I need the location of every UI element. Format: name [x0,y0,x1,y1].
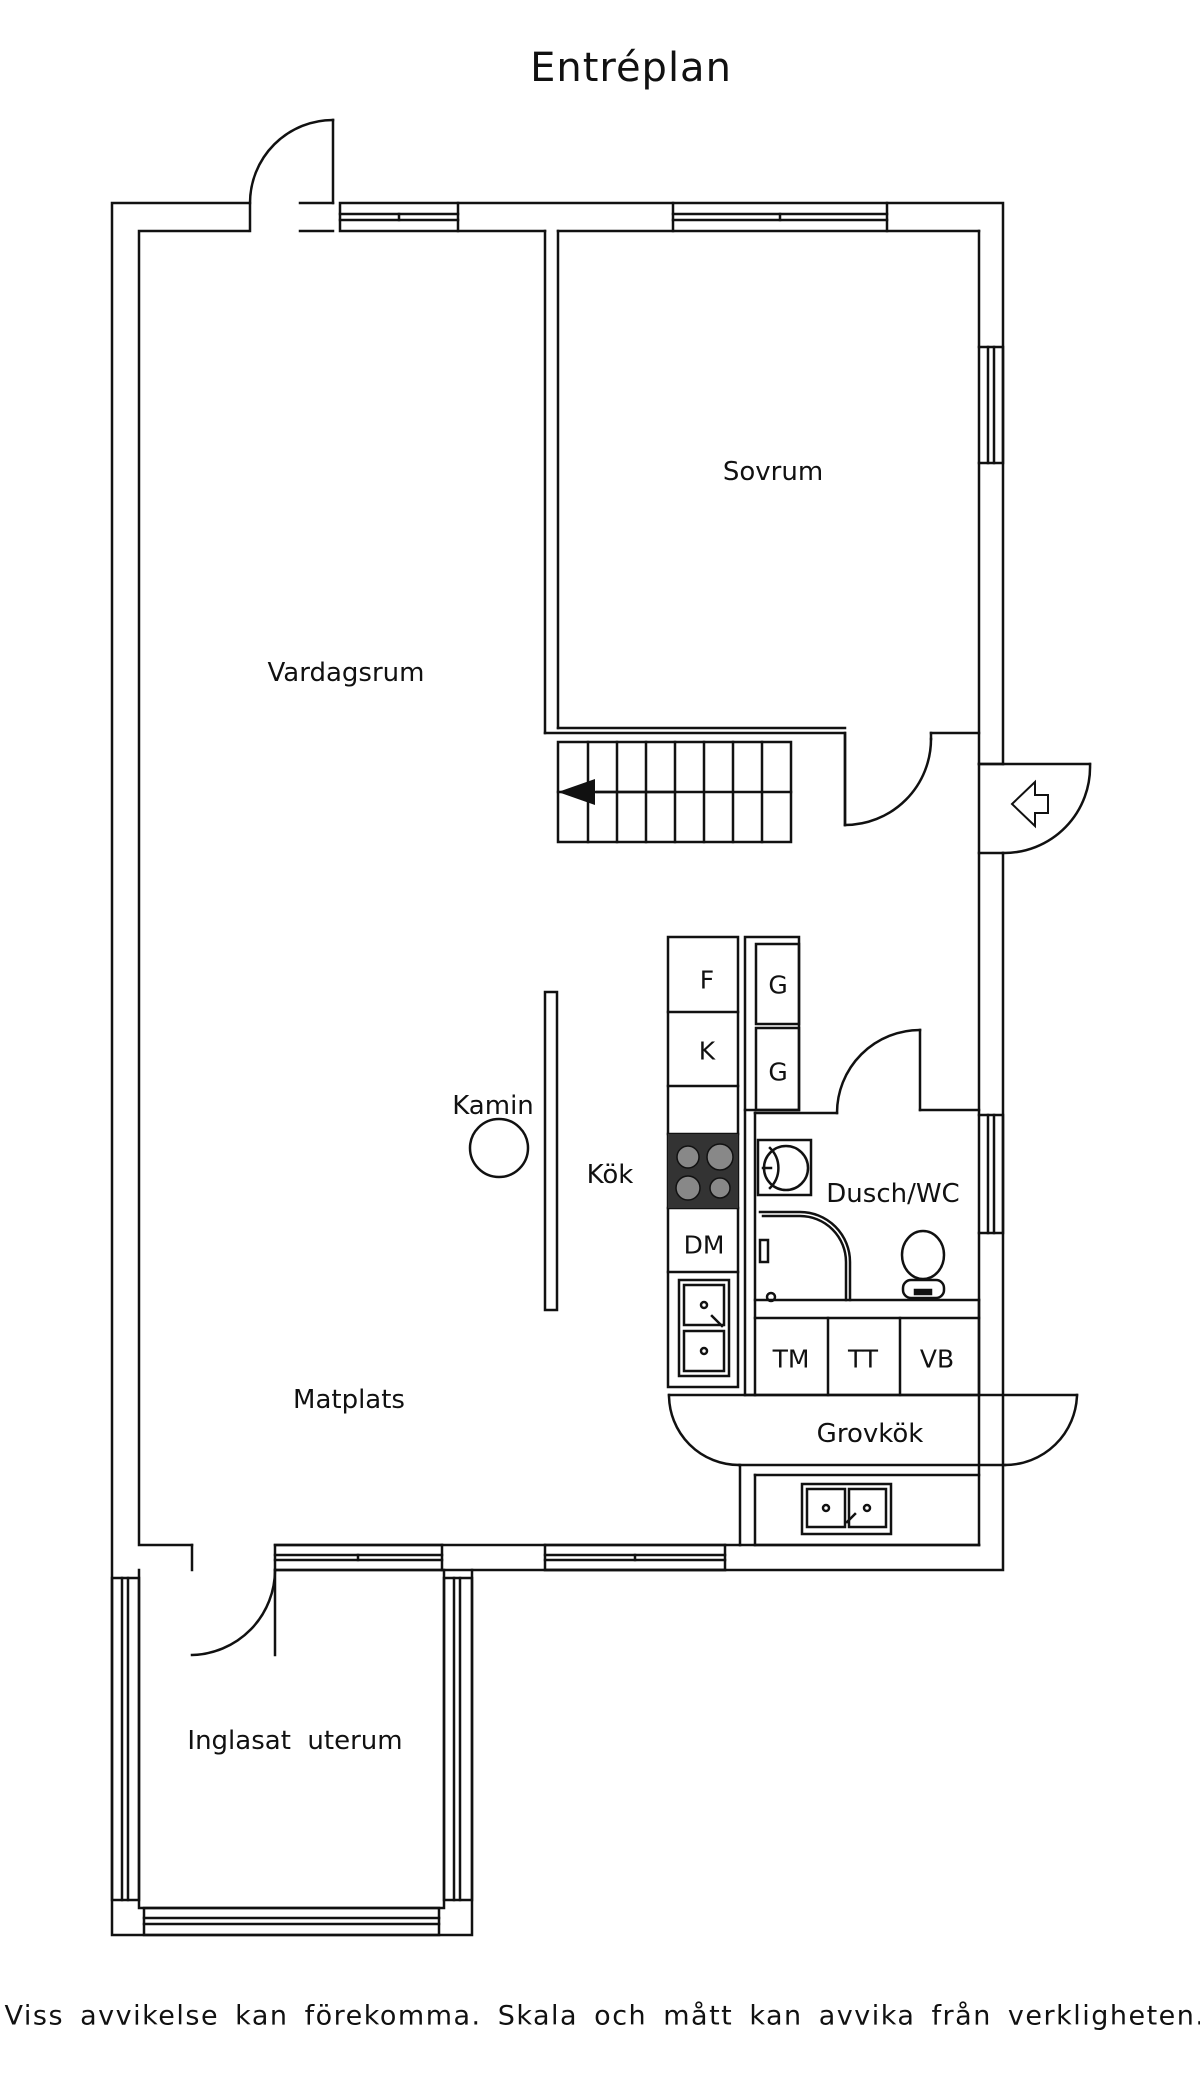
room-label-dusch-wc: Dusch/WC [826,1179,960,1209]
kitchen-sink-icon [699,1300,724,1356]
shower-icon [758,1210,852,1303]
appliance-column [743,935,801,1397]
room-label-matplats: Matplats [293,1385,405,1415]
stove-icon [668,1134,738,1208]
unit-label-cabinet-1: G [768,970,788,1000]
unit-label-water-heater: VB [919,1344,955,1374]
disclaimer: Viss avvikelse kan förekomma. Skala och … [4,2000,1200,2032]
room-label-sovrum: Sovrum [722,457,824,487]
unit-label-washer: TM [772,1344,810,1374]
room-label-grovkok: Grovkök [816,1419,924,1449]
room-label-uterum: Inglasat uterum [187,1726,403,1756]
stair-arrow-icon [558,779,595,805]
room-label-vardagsrum: Vardagsrum [267,658,425,688]
doors [190,118,1092,1657]
washbasin-icon [756,1138,813,1197]
page-title: Entréplan [530,45,732,91]
utility-room [667,1393,1079,1547]
unit-label-dishwasher: DM [683,1230,725,1260]
utility-sink-icon [800,1482,893,1536]
fireplace-divider [543,990,559,1312]
room-label-kok: Kök [586,1160,634,1190]
windows [110,201,1005,1937]
unit-label-freezer: K [698,1036,716,1066]
entrance-arrow-icon [1010,779,1049,829]
unit-label-fridge: F [699,965,715,995]
toilet-icon [900,1229,946,1300]
unit-label-dryer: TT [847,1344,879,1374]
fireplace-icon [468,1117,530,1179]
unit-label-cabinet-2: G [768,1057,788,1087]
room-label-kamin: Kamin [452,1091,534,1121]
